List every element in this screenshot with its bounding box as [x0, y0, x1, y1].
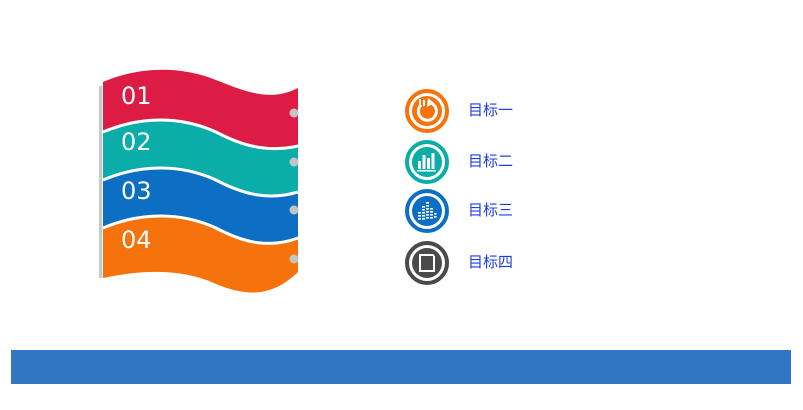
- refresh-arrow-icon: [405, 89, 449, 133]
- band-dot-1: [289, 108, 299, 118]
- band-number-04: 04: [121, 226, 152, 254]
- band-04: [103, 216, 298, 293]
- separator-2: [102, 166, 299, 198]
- band-02: [103, 120, 298, 196]
- goal-label-1: 目标一: [468, 101, 514, 119]
- separator-3: [102, 214, 299, 245]
- band-01: [103, 69, 298, 149]
- goal-label-2: 目标二: [468, 152, 514, 170]
- document-icon: [405, 241, 449, 285]
- wave-ribbon-graphic: [99, 69, 299, 293]
- band-dot-3: [289, 205, 299, 215]
- band-number-03: 03: [121, 177, 152, 205]
- band-dot-4: [289, 254, 299, 264]
- band-dot-2: [289, 157, 299, 167]
- band-03: [103, 168, 298, 244]
- separator-1: [102, 118, 299, 151]
- band-number-01: 01: [121, 82, 152, 110]
- equalizer-icon: [405, 189, 449, 233]
- footer-bar: [11, 350, 791, 384]
- goal-label-3: 目标三: [468, 201, 514, 219]
- ribbon-left-edge: [99, 86, 102, 278]
- goal-label-4: 目标四: [468, 253, 514, 271]
- band-number-02: 02: [121, 128, 152, 156]
- bar-chart-icon: [405, 140, 449, 184]
